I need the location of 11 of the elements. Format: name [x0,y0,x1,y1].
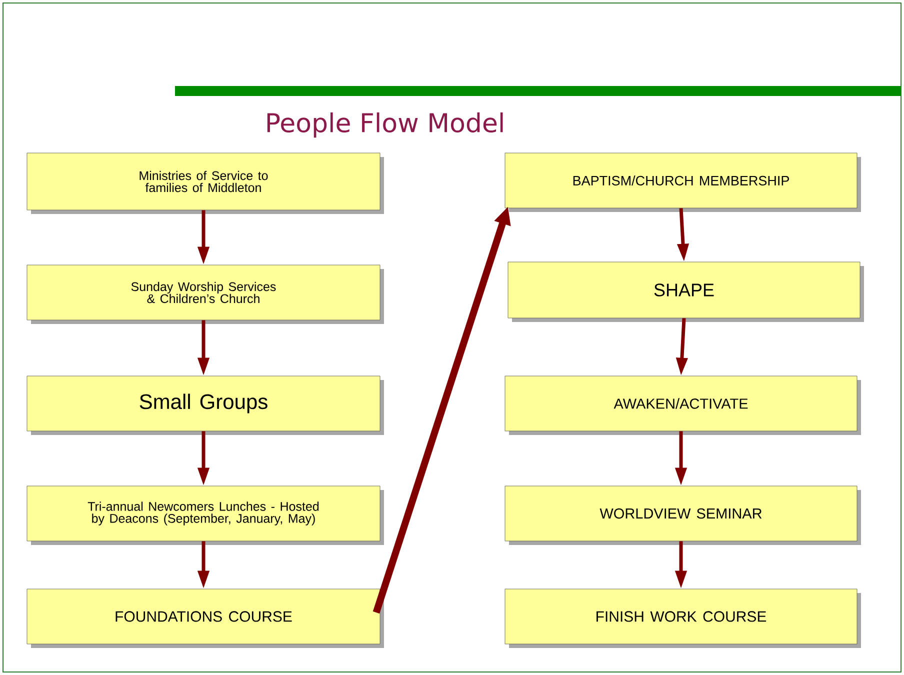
process-box: Sunday Worship Services & Children’s Church [26,264,380,320]
process-box: AWAKEN/ACTIVATE [504,376,858,432]
process-box: Ministries of Service to families of Middleton [26,152,380,210]
process-box: FINISH WORK COURSE [504,588,858,644]
process-box: WORLDVIEW SEMINAR [504,486,858,542]
process-box: Small Groups [26,376,380,432]
process-box: BAPTISM/CHURCH MEMBERSHIP [504,152,858,208]
process-box: SHAPE [508,262,860,318]
process-box: Tri-annual Newcomers Lunches - Hosted by Deacons (September, January, May) [26,486,380,542]
title: People Flow Model [267,112,503,138]
process-box: FOUNDATIONS COURSE [26,588,380,644]
